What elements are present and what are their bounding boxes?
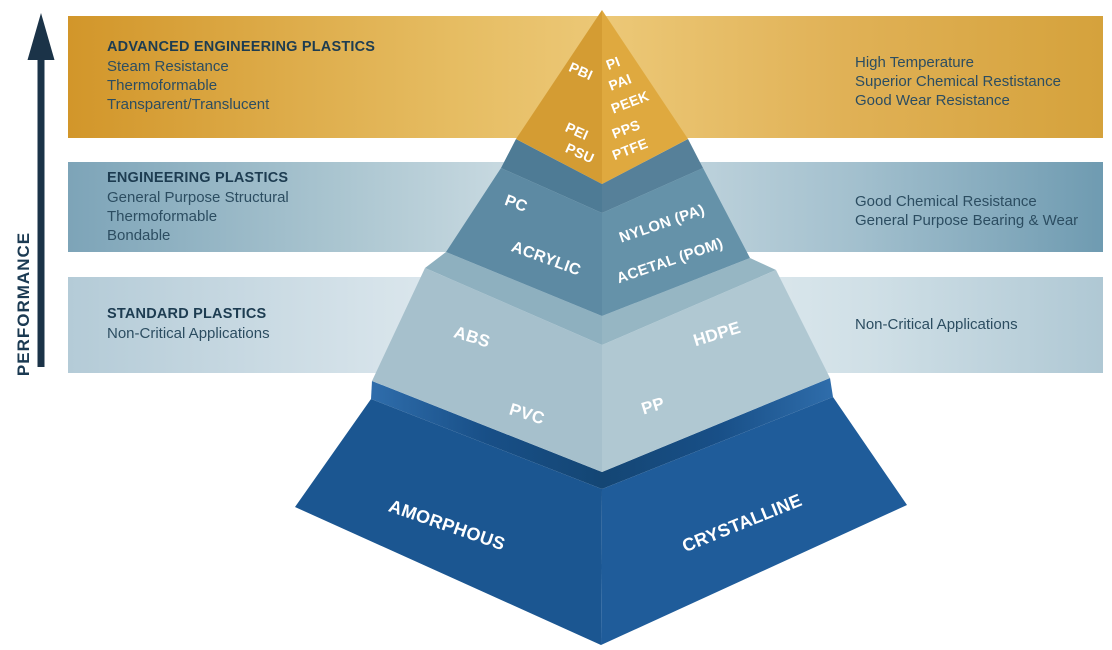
band-advanced-feature: Superior Chemical Restistance	[855, 73, 1061, 90]
pyramid-base-top-surface-right	[602, 378, 833, 489]
band-standard-left-text: STANDARD PLASTICS Non-Critical Applicati…	[107, 305, 270, 343]
label-pc: PC	[502, 192, 529, 216]
band-engineering-feature: Good Chemical Resistance	[855, 193, 1037, 210]
band-engineering-feature: General Purpose Structural	[107, 189, 289, 206]
pyramid-engineering-top-surface-left	[501, 139, 602, 213]
pyramid-standard-left-face	[372, 268, 602, 472]
pyramid-advanced-left-face	[516, 10, 602, 184]
pyramid-base-right-face	[601, 397, 907, 645]
band-advanced-left-text: ADVANCED ENGINEERING PLASTICS Steam Resi…	[107, 38, 375, 114]
pyramid-base-left-face	[295, 399, 602, 645]
band-engineering-feature: Thermoformable	[107, 208, 218, 225]
band-advanced-feature: Good Wear Resistance	[855, 92, 1010, 109]
performance-arrow	[27, 13, 55, 367]
band-engineering-heading: ENGINEERING PLASTICS	[107, 170, 289, 186]
band-advanced-heading: ADVANCED ENGINEERING PLASTICS	[107, 39, 376, 55]
band-standard-heading: STANDARD PLASTICS	[107, 306, 267, 322]
band-standard-feature: Non-Critical Applications	[107, 325, 270, 342]
band-advanced-feature: Transparent/Translucent	[107, 96, 270, 113]
pyramid-engineering-right-face	[602, 168, 750, 316]
band-engineering-feature: Bondable	[107, 227, 171, 244]
band-engineering-feature: General Purpose Bearing & Wear	[855, 212, 1079, 229]
band-advanced-feature: Steam Resistance	[107, 58, 229, 75]
band-standard-feature: Non-Critical Applications	[855, 316, 1018, 333]
pyramid-advanced-right-face	[602, 10, 688, 184]
performance-axis-label: PERFORMANCE	[14, 231, 33, 377]
pyramid-standard-top-surface-right	[602, 258, 776, 345]
band-advanced-feature: Thermoformable	[107, 77, 218, 94]
performance-arrow-shaft	[37, 56, 45, 367]
pyramid-engineering-top-surface-right	[602, 139, 703, 213]
pyramid-standard-right-face	[602, 270, 830, 472]
pyramid-engineering-left-face	[446, 168, 602, 316]
label-pi: PI	[604, 53, 623, 73]
pyramid-standard-top-surface-left	[425, 252, 602, 345]
band-advanced-right-text: High Temperature Superior Chemical Resti…	[855, 53, 1061, 110]
band-advanced-feature: High Temperature	[855, 54, 974, 71]
band-engineering-left-text: ENGINEERING PLASTICS General Purpose Str…	[107, 169, 289, 245]
pyramid-base-top-surface-left	[371, 381, 602, 489]
label-pai: PAI	[606, 70, 633, 93]
band-standard-right-text: Non-Critical Applications	[855, 315, 1018, 334]
band-engineering-right-text: Good Chemical Resistance General Purpose…	[855, 192, 1078, 230]
performance-arrow-head-icon	[27, 13, 55, 60]
